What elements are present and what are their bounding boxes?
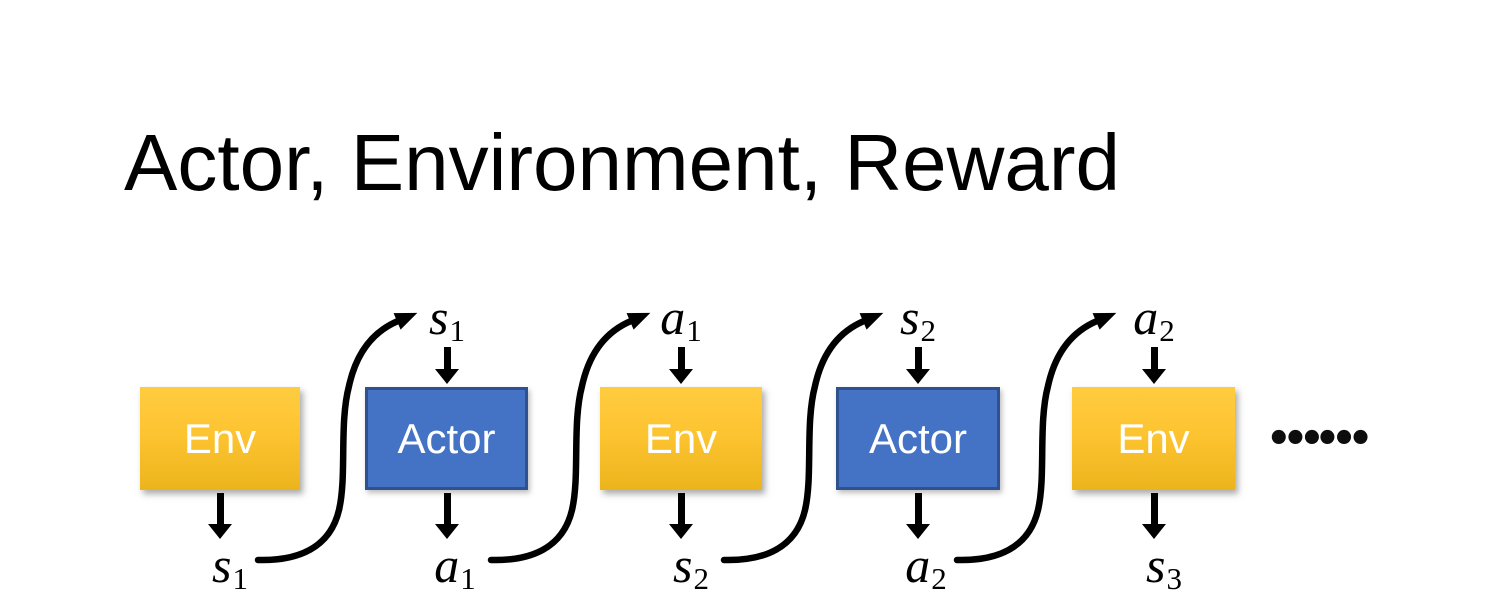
down-arrow-into-actor-2-icon [906, 347, 930, 384]
bottom-label-a1: a1 [434, 537, 476, 594]
top-label-a1-sub: 1 [686, 312, 702, 348]
down-arrow-out-of-env-2-icon [669, 493, 693, 539]
slide-title: Actor, Environment, Reward [124, 118, 1120, 207]
env-box-1-label: Env [183, 414, 257, 462]
env-box-3: Env [1072, 387, 1235, 490]
bottom-label-s3-sub: 3 [1166, 560, 1182, 596]
curved-arrow-a1-icon [487, 312, 651, 564]
top-label-s1-sub: 1 [449, 312, 465, 348]
down-arrow-into-actor-1-icon [435, 347, 459, 384]
actor-box-1-label: Actor [397, 414, 496, 462]
bottom-label-s3-base: s [1146, 537, 1166, 593]
top-label-s2: s2 [900, 289, 936, 346]
down-arrow-out-of-env-1-icon [208, 493, 232, 539]
bottom-label-s2-sub: 2 [693, 560, 709, 596]
env-box-2-label: Env [644, 414, 718, 462]
top-label-a1-base: a [660, 289, 686, 345]
curved-arrow-s1-icon [254, 312, 418, 564]
bottom-label-a2-base: a [905, 537, 931, 593]
env-box-1: Env [140, 387, 300, 490]
down-arrow-into-env-3-icon [1142, 347, 1166, 384]
top-label-s2-sub: 2 [920, 312, 936, 348]
bottom-label-a1-base: a [434, 537, 460, 593]
bottom-label-a1-sub: 1 [460, 560, 476, 596]
down-arrow-into-env-2-icon [669, 347, 693, 384]
bottom-label-a2-sub: 2 [931, 560, 947, 596]
bottom-label-s1: s1 [212, 537, 248, 594]
bottom-label-s1-sub: 1 [232, 560, 248, 596]
curved-arrow-s2-icon [720, 312, 884, 564]
down-arrow-out-of-actor-1-icon [435, 493, 459, 539]
bottom-label-a2: a2 [905, 537, 947, 594]
actor-box-1: Actor [365, 387, 528, 490]
actor-box-2-label: Actor [868, 414, 968, 462]
bottom-label-s2-base: s [673, 537, 693, 593]
top-label-a1: a1 [660, 289, 702, 346]
top-label-s1-base: s [429, 289, 449, 345]
down-arrow-out-of-actor-2-icon [906, 493, 930, 539]
bottom-label-s1-base: s [212, 537, 232, 593]
top-label-a2-base: a [1133, 289, 1159, 345]
top-label-a2: a2 [1133, 289, 1175, 346]
top-label-s1: s1 [429, 289, 465, 346]
env-box-3-label: Env [1117, 414, 1190, 462]
bottom-label-s3: s3 [1146, 537, 1182, 594]
top-label-a2-sub: 2 [1159, 312, 1175, 348]
curved-arrow-a2-icon [953, 312, 1117, 564]
down-arrow-out-of-env-3-icon [1142, 493, 1166, 539]
env-box-2: Env [600, 387, 762, 490]
top-label-s2-base: s [900, 289, 920, 345]
continuation-dots: ••• ••• [1266, 416, 1373, 462]
bottom-label-s2: s2 [673, 537, 709, 594]
actor-box-2: Actor [836, 387, 1000, 490]
